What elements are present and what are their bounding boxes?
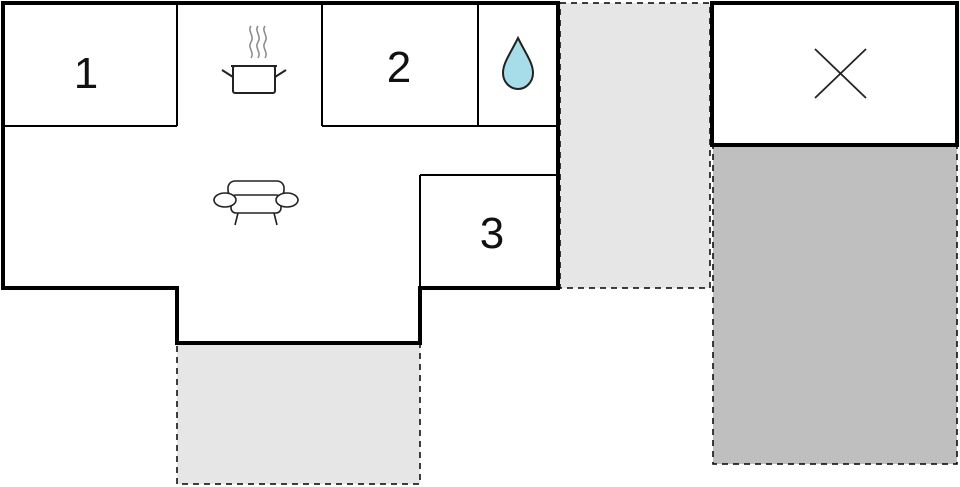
- interior-walls: [3, 3, 558, 288]
- cooking-pot-icon: [221, 25, 287, 94]
- room-label-1: 1: [74, 49, 98, 98]
- terrace-east-area: [559, 2, 711, 289]
- room-label-2: 2: [387, 43, 411, 92]
- annex-building: [710, 1, 959, 147]
- sofa-icon: [213, 180, 299, 226]
- garden-east-area: [712, 144, 958, 465]
- terrace-south-area: [176, 342, 421, 485]
- cross-icon: [814, 48, 867, 99]
- water-drop-icon: [501, 35, 535, 91]
- room-label-3: 3: [480, 209, 504, 258]
